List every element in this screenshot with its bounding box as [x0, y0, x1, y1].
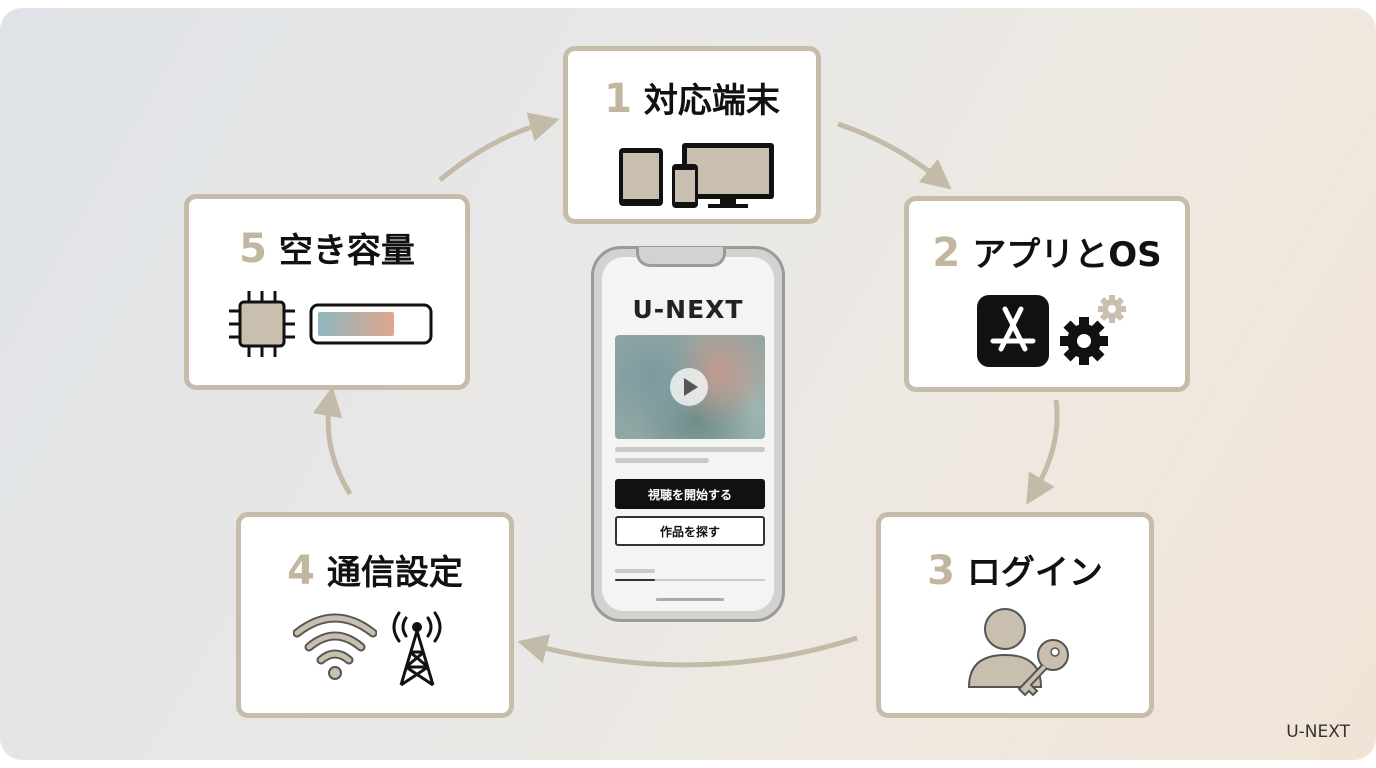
video-thumbnail[interactable] — [615, 335, 765, 439]
step-number: 2 — [932, 230, 961, 276]
arrow-4-to-5 — [312, 386, 353, 496]
progress-track — [615, 579, 765, 581]
storage-bar-icon — [309, 303, 433, 345]
text-placeholder — [615, 569, 655, 573]
cell-tower-icon — [392, 611, 442, 687]
chip-icon — [229, 291, 295, 357]
phone-mockup: U-NEXT 視聴を開始する 作品を探す — [591, 246, 785, 622]
phone-notch — [636, 247, 726, 267]
brand-label: U-NEXT — [1286, 722, 1350, 742]
step-title-4: 4 通信設定 — [241, 545, 509, 594]
step-number: 5 — [239, 226, 267, 272]
step-card-1: 1 対応端末 — [563, 46, 821, 224]
wifi-icon — [293, 613, 377, 680]
start-watching-button[interactable]: 視聴を開始する — [615, 479, 765, 509]
text-placeholder — [615, 447, 765, 452]
step-number: 4 — [287, 548, 315, 594]
devices-icon — [619, 143, 774, 208]
step-number: 1 — [604, 76, 632, 122]
arrow-1-to-2 — [837, 121, 952, 190]
step-title-5: 5 空き容量 — [189, 223, 465, 272]
step-label: 空き容量 — [278, 231, 415, 271]
diagram-canvas: 1 対応端末 2 アプリとOS — [0, 8, 1376, 760]
progress-fill — [615, 579, 655, 581]
play-icon[interactable] — [670, 368, 708, 406]
step-card-3: 3 ログイン — [876, 512, 1154, 718]
step-label: 対応端末 — [643, 81, 780, 121]
user-key-icon — [967, 608, 1069, 697]
text-placeholder — [615, 458, 709, 463]
arrow-2-to-3 — [1026, 399, 1060, 505]
arrow-3-to-4 — [517, 634, 858, 668]
step-title-3: 3 ログイン — [881, 545, 1149, 594]
step-card-4: 4 通信設定 — [236, 512, 514, 718]
step-label: アプリとOS — [972, 235, 1162, 275]
arrow-5-to-1 — [438, 112, 560, 182]
app-name: U-NEXT — [632, 295, 744, 324]
search-titles-button[interactable]: 作品を探す — [615, 516, 765, 546]
app-store-icon — [977, 295, 1049, 367]
step-label: 通信設定 — [326, 553, 463, 593]
gear-icon — [1060, 295, 1126, 365]
cycle-arrows — [312, 112, 1060, 668]
step-title-2: 2 アプリとOS — [909, 227, 1185, 276]
home-indicator — [656, 598, 724, 601]
phone-screen: U-NEXT 視聴を開始する 作品を探す — [602, 257, 774, 611]
step-label: ログイン — [966, 553, 1103, 593]
step-card-2: 2 アプリとOS — [904, 196, 1190, 392]
step-number: 3 — [927, 548, 955, 594]
step-card-5: 5 空き容量 — [184, 194, 470, 390]
step-title-1: 1 対応端末 — [568, 73, 816, 122]
